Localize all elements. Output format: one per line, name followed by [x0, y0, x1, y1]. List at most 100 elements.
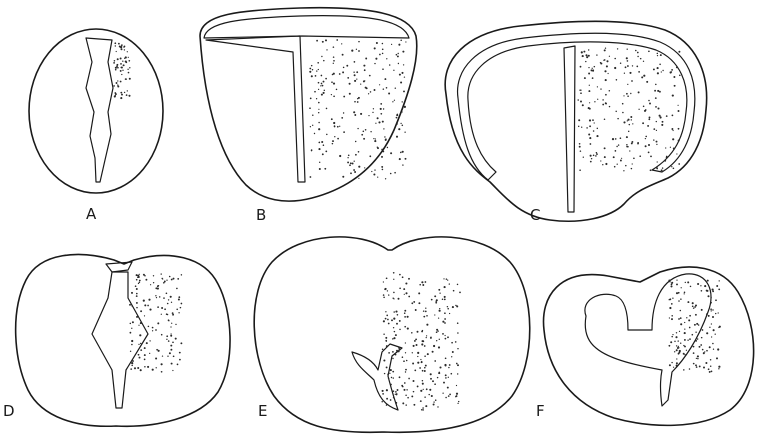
stipple-dot: [684, 346, 686, 348]
stipple-dot: [386, 404, 387, 405]
stipple-dot: [144, 359, 146, 361]
stipple-dot: [172, 341, 174, 343]
stipple-dot: [718, 368, 719, 369]
stipple-dot: [131, 328, 132, 329]
stipple-dot: [425, 308, 426, 309]
stipple-dot: [172, 370, 173, 371]
stipple-dot: [716, 285, 718, 287]
stipple-dot: [637, 56, 638, 57]
stipple-dot: [456, 385, 457, 386]
stipple-dot: [604, 70, 606, 72]
stipple-dot: [442, 321, 444, 323]
stipple-dot: [625, 165, 627, 167]
stipple-dot: [413, 404, 415, 406]
stipple-dot: [170, 333, 171, 334]
stipple-dot: [605, 79, 607, 81]
stipple-dot: [697, 355, 699, 357]
stipple-dot: [653, 139, 654, 140]
stipple-dot: [138, 354, 140, 356]
stipple-dot: [678, 163, 680, 165]
stipple-dot: [391, 319, 393, 321]
stipple-dot: [638, 91, 640, 93]
stipple-dot: [699, 346, 701, 348]
stipple-dot: [592, 77, 594, 79]
stipple-dot: [402, 101, 403, 102]
stipple-dot: [371, 171, 372, 172]
stipple-dot: [319, 142, 320, 143]
stipple-dot: [164, 308, 166, 310]
stipple-dot: [592, 70, 594, 72]
stipple-dot: [176, 288, 178, 290]
stipple-dot: [604, 59, 606, 61]
stipple-dot: [321, 75, 323, 77]
stipple-dot: [632, 123, 633, 124]
stipple-dot: [430, 378, 432, 380]
stipple-dot: [672, 95, 674, 97]
stipple-dot: [144, 347, 146, 349]
stipple-dot: [398, 128, 400, 130]
stipple-dot: [413, 380, 415, 382]
stipple-dot: [695, 314, 697, 316]
stipple-dot: [669, 364, 671, 366]
stipple-dot: [403, 90, 405, 92]
stipple-dot: [114, 42, 116, 44]
stipple-dot: [426, 324, 428, 326]
stipple-dot: [457, 284, 459, 286]
stipple-dot: [321, 56, 322, 57]
stipple-dot: [445, 365, 447, 367]
stipple-dot: [674, 351, 675, 352]
stipple-dot: [421, 361, 423, 363]
stipple-dot: [319, 168, 321, 170]
stipple-dot: [609, 106, 610, 107]
stipple-dot: [678, 110, 680, 112]
stipple-dot: [384, 373, 385, 374]
stipple-dot: [604, 156, 606, 158]
stipple-dot: [445, 357, 447, 359]
stipple-dot: [425, 405, 427, 407]
stipple-dot: [323, 60, 325, 62]
stipple-dot: [433, 345, 435, 347]
stipple-dot: [596, 153, 598, 155]
stipple-dot: [444, 335, 445, 336]
stipple-dot: [623, 121, 625, 123]
stipple-dot: [159, 296, 161, 298]
stipple-dot: [684, 328, 685, 329]
stipple-dot: [312, 69, 313, 70]
stipple-dot: [175, 338, 177, 340]
stipple-dot: [444, 322, 446, 324]
stipple-dot: [379, 84, 380, 85]
stipple-dot: [358, 166, 360, 168]
stipple-dot: [580, 66, 582, 68]
stipple-dot: [351, 50, 353, 52]
stipple-dot: [439, 308, 440, 309]
stipple-dot: [420, 390, 422, 392]
stipple-dot: [447, 280, 448, 281]
stipple-dot: [719, 326, 721, 328]
panel-b-stipple: [309, 39, 406, 179]
stipple-dot: [659, 64, 661, 66]
stipple-dot: [627, 95, 629, 97]
stipple-dot: [347, 77, 349, 79]
panel-d-notch: [106, 262, 132, 272]
stipple-dot: [668, 280, 670, 282]
stipple-dot: [152, 369, 154, 371]
panel-c-outline: [445, 21, 706, 221]
stipple-dot: [321, 141, 323, 143]
stipple-dot: [715, 299, 717, 301]
stipple-dot: [627, 49, 628, 50]
stipple-dot: [600, 62, 602, 64]
stipple-dot: [369, 155, 371, 157]
stipple-dot: [346, 65, 348, 67]
stipple-dot: [407, 397, 409, 399]
stipple-dot: [323, 92, 325, 94]
stipple-dot: [354, 101, 356, 103]
panel-d-canal: [92, 272, 148, 408]
stipple-dot: [716, 357, 718, 359]
stipple-dot: [673, 130, 674, 131]
stipple-dot: [126, 94, 128, 96]
panel-d: D: [3, 255, 230, 427]
stipple-dot: [171, 279, 173, 281]
stipple-dot: [318, 82, 320, 84]
stipple-dot: [656, 144, 657, 145]
stipple-dot: [343, 131, 345, 133]
